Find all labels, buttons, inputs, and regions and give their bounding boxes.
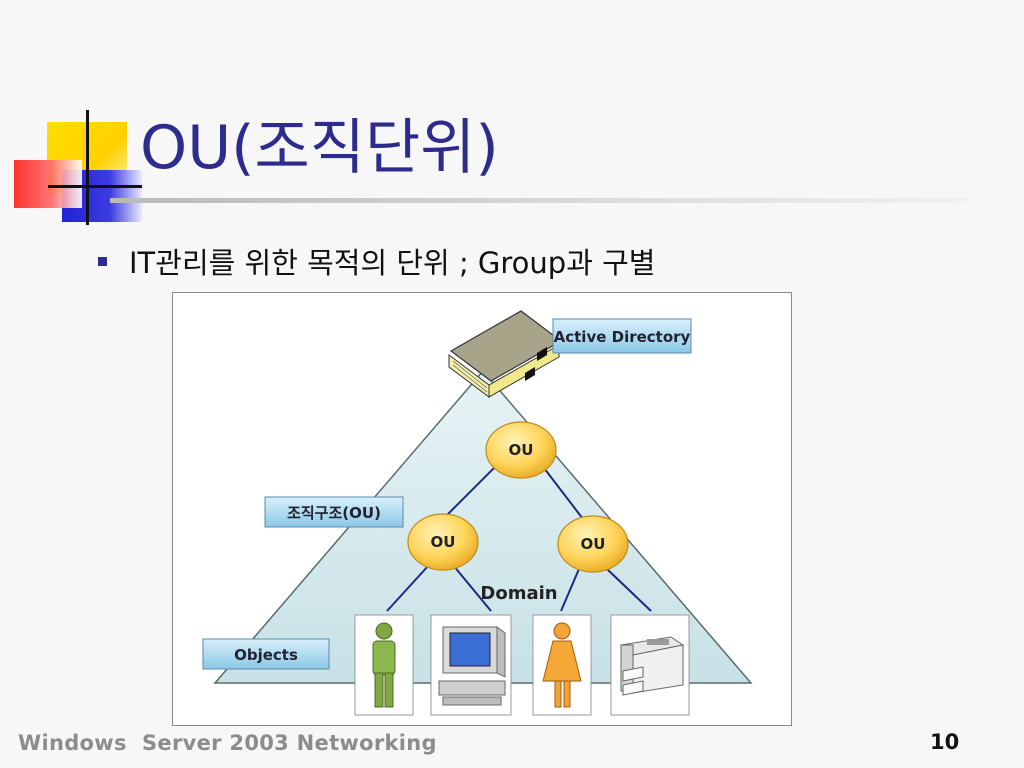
bullet-text: IT관리를 위한 목적의 단위 ; Group과 구별: [129, 246, 656, 280]
org-structure-label-box: [264, 496, 404, 528]
ou-hierarchy-figure: Active Directory 조직구조(OU) Objects OU OU …: [172, 292, 792, 726]
org-structure-label: 조직구조(OU): [287, 504, 381, 522]
domain-label: Domain: [480, 583, 557, 604]
user-male-icon: [354, 614, 414, 716]
svg-text:OU: OU: [581, 535, 606, 553]
active-directory-label-box: [552, 318, 692, 354]
svg-text:OU: OU: [431, 533, 456, 551]
tree-line: [606, 568, 652, 612]
user-female-icon: [532, 614, 592, 716]
slide-title: OU(조직단위): [140, 113, 499, 183]
title-rule: [110, 198, 972, 203]
ou-node-root: OU: [485, 421, 557, 479]
deco-red-square: [14, 160, 82, 208]
ou-node-right: OU: [557, 515, 629, 573]
computer-icon: [430, 614, 512, 716]
objects-label: Objects: [234, 646, 298, 664]
printer-icon: [610, 614, 690, 716]
square-bullet-icon: [98, 256, 107, 266]
objects-label-box: [202, 638, 330, 670]
tree-line: [452, 564, 492, 612]
bullet-item: IT관리를 위한 목적의 단위 ; Group과 구별: [98, 240, 655, 282]
active-directory-label: Active Directory: [554, 328, 691, 346]
tree-line: [560, 568, 580, 612]
tree-line: [386, 564, 430, 612]
footer-course-title: Windows Server 2003 Networking: [18, 731, 437, 755]
ou-hierarchy-diagram: Active Directory 조직구조(OU) Objects OU OU …: [202, 310, 753, 716]
directory-book-icon: [448, 310, 563, 398]
page-number: 10: [930, 730, 960, 754]
ou-node-left: OU: [407, 513, 479, 571]
deco-vertical-line: [86, 110, 89, 225]
svg-text:OU: OU: [509, 441, 534, 459]
deco-horizontal-line: [48, 185, 142, 188]
